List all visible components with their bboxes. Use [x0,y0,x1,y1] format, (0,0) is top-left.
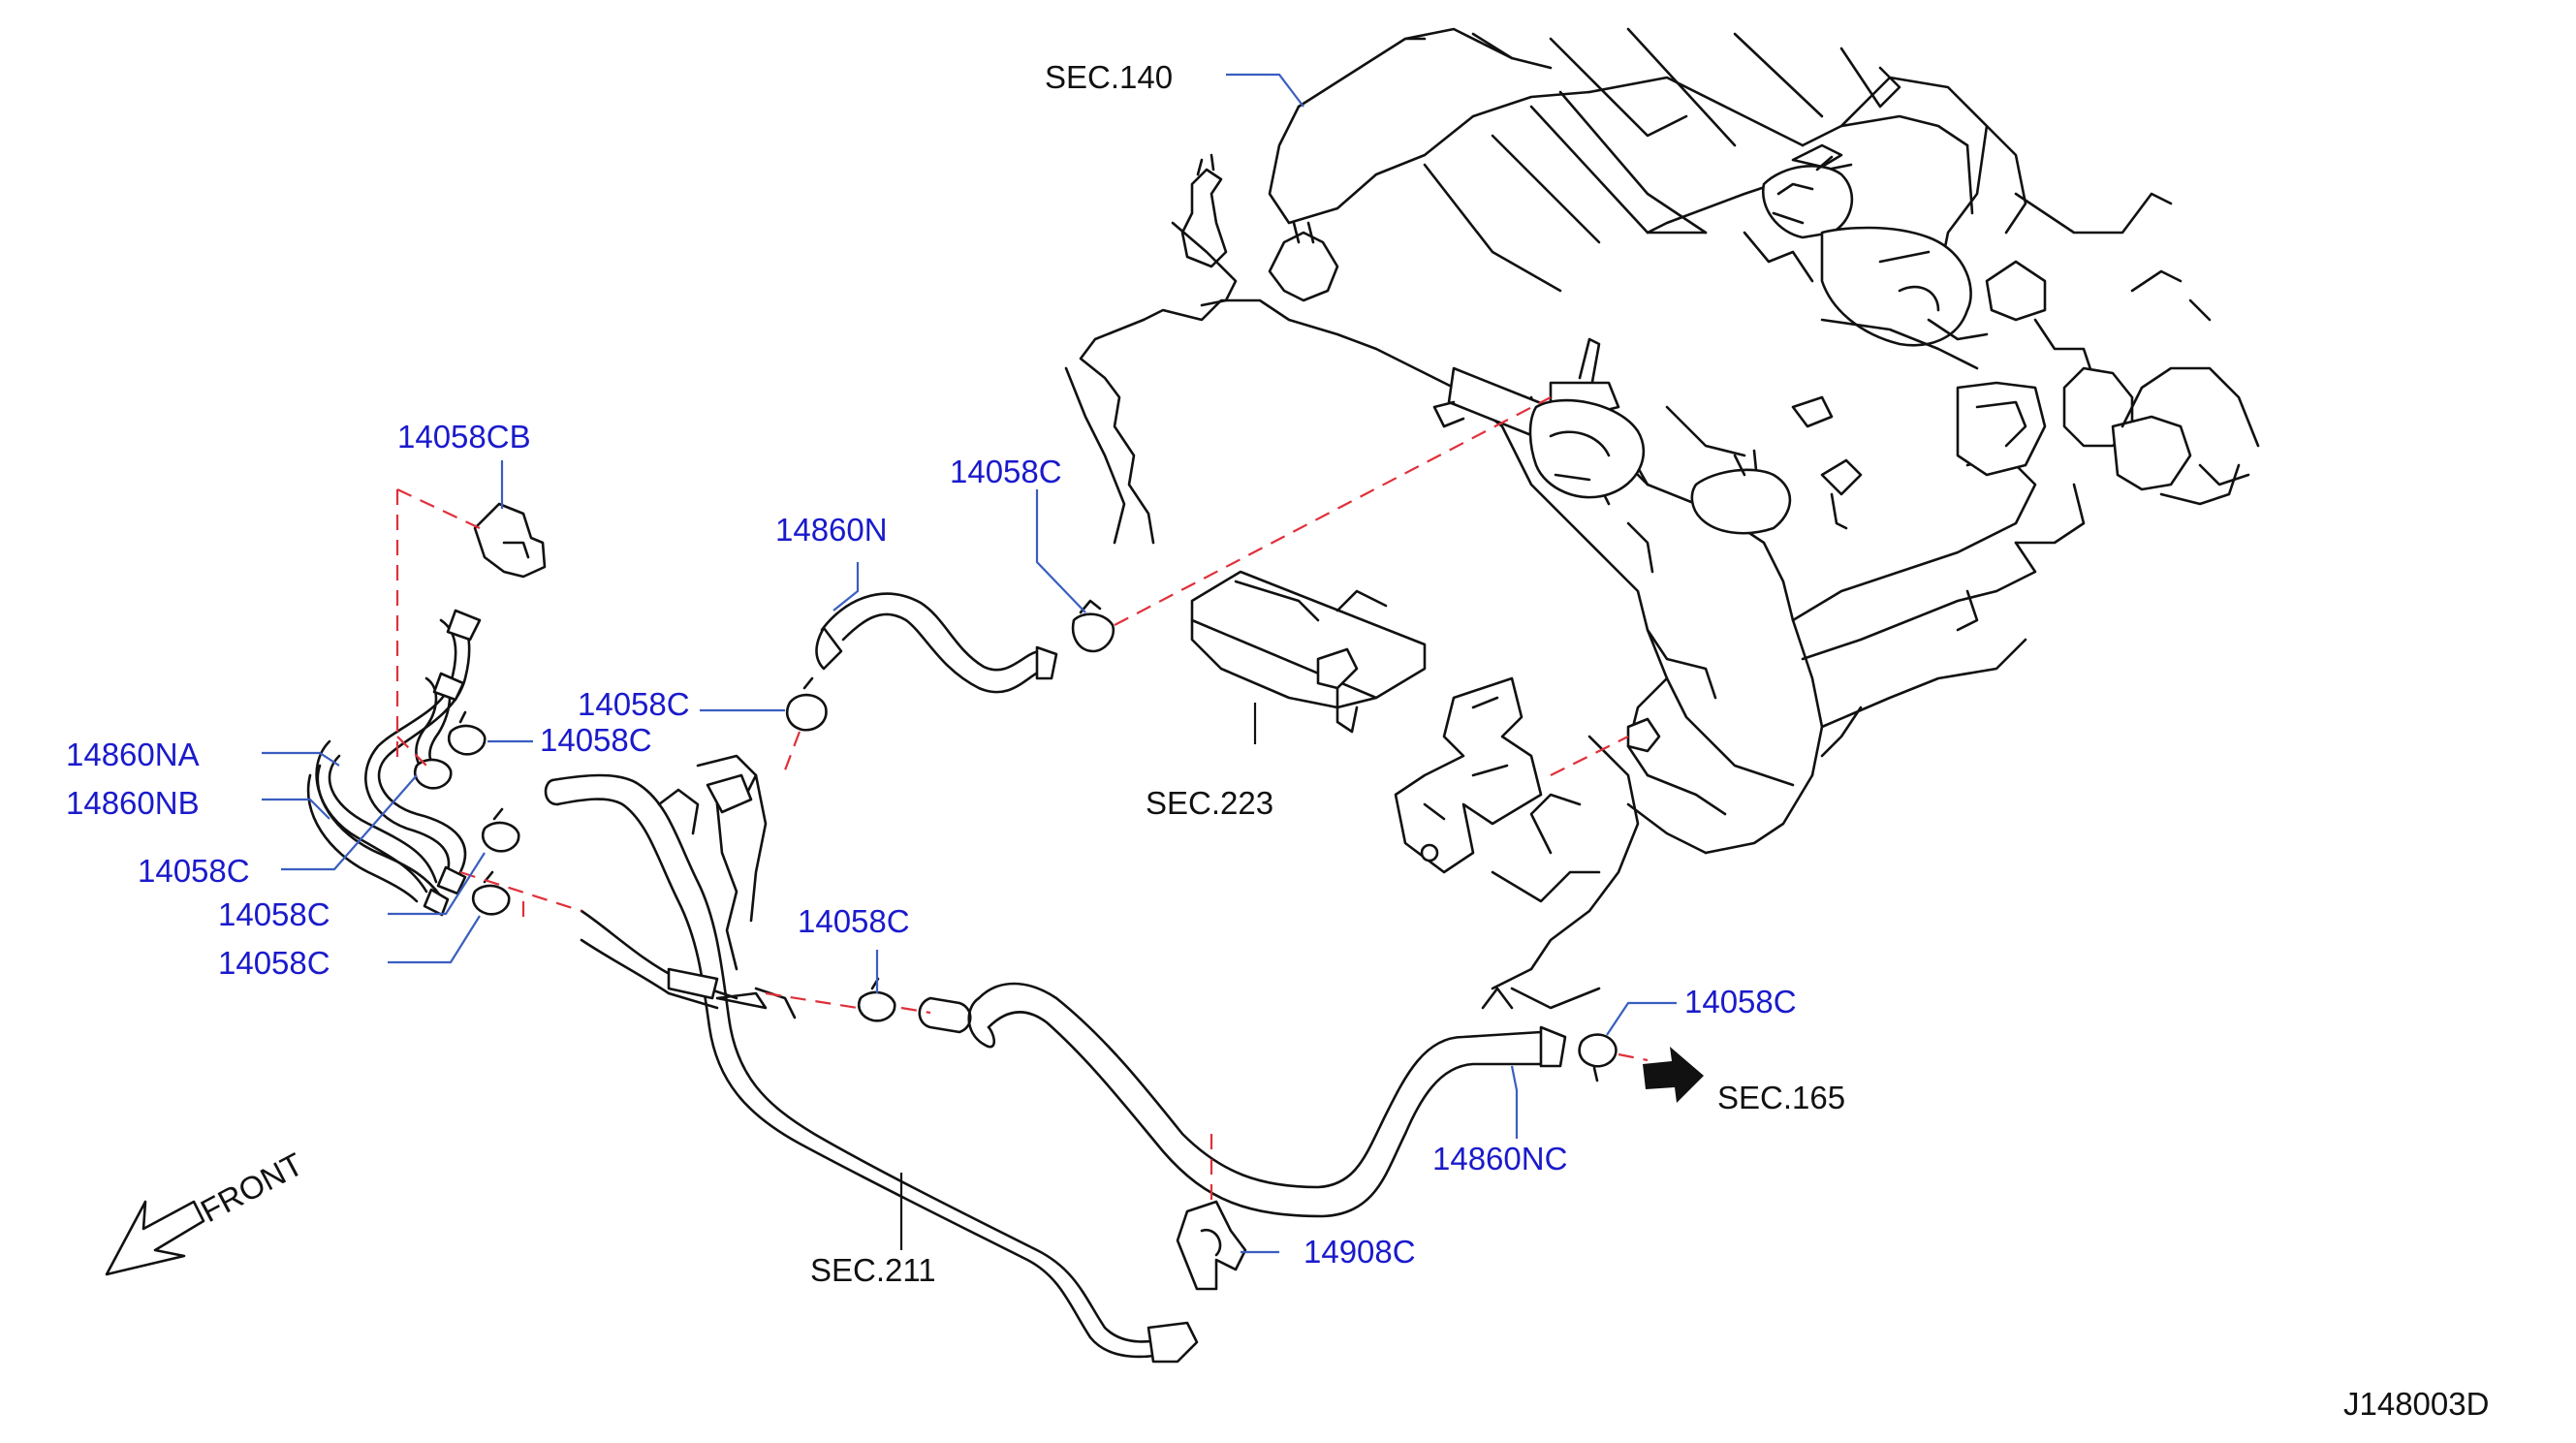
hose-14860NC [918,982,1567,1218]
clip-14908C [1176,1200,1247,1291]
sec165-arrow-icon [1643,1047,1704,1103]
front-indicator: FRONT [105,1145,309,1276]
label-14058C-left-a: 14058C [138,853,250,889]
pipe-fitting [1626,717,1661,753]
label-14058CB: 14058CB [397,419,531,455]
engine-right-components [1820,192,2260,545]
label-14058C-left-c: 14058C [218,945,330,981]
label-sec140: SEC.140 [1045,59,1173,95]
clamp-left-a [413,758,453,790]
mount-bracket [1394,676,1543,874]
drawing-id: J148003D [2343,1386,2489,1422]
label-sec223: SEC.223 [1146,785,1273,821]
clamp-top [1071,599,1115,653]
front-arrow-icon [105,1200,205,1276]
label-sec211: SEC.211 [810,1252,936,1288]
pipe-sec211 [544,754,1199,1364]
label-14908C: 14908C [1304,1234,1416,1270]
label-14058C-left-b: 14058C [218,896,330,932]
hose-14860N [815,592,1058,694]
labels: SEC.140 14058CB 14058C 14860N 14058C 140… [66,59,2489,1422]
clamp-mid-b [447,710,487,756]
label-14860NB: 14860NB [66,785,200,821]
label-14860N: 14860N [775,512,888,548]
label-14058C-top: 14058C [950,454,1062,489]
engine-assembly [1064,27,2260,1010]
plenum-injectors [1549,143,1972,419]
clamp-left-c [471,870,511,916]
front-label: FRONT [195,1145,309,1229]
label-14058C-mid-b: 14058C [540,722,652,758]
label-14058C-right: 14058C [1684,984,1797,1020]
clamp-14058CB [473,502,547,579]
canister-valve [1432,366,1863,535]
clamp-mid-a [785,676,828,732]
clamp-right [1578,1033,1618,1082]
label-14860NA: 14860NA [66,737,200,772]
sec223-bracket [1190,570,1427,734]
label-14058C-mid-a: 14058C [578,686,690,722]
label-sec165: SEC.165 [1717,1080,1845,1115]
intake-manifold [1268,27,2027,293]
manifold-top-fittings [1171,153,1339,307]
label-14058C-center: 14058C [798,903,910,939]
clamp-left-b [481,807,520,853]
clamps [413,502,1618,1291]
label-14860NC: 14860NC [1432,1141,1567,1176]
phantom-lines [395,396,1649,1202]
leader-lines [262,73,1677,1254]
